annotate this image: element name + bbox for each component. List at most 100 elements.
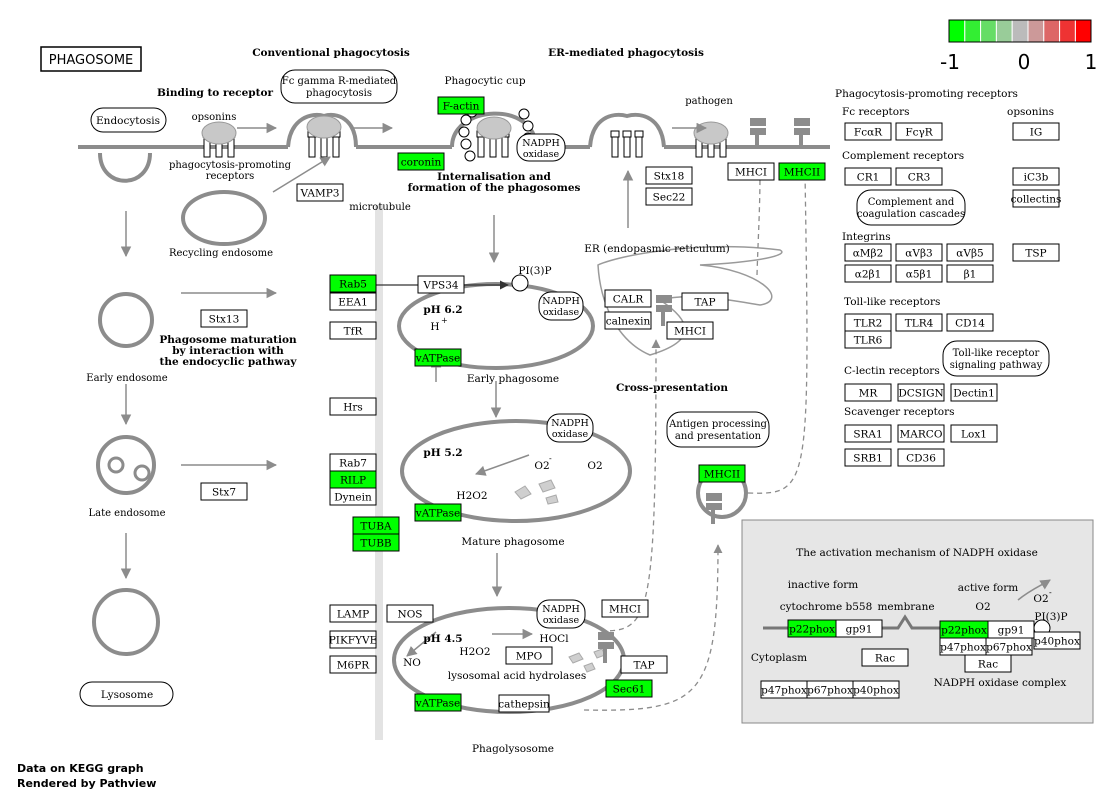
gene-box-vps34[interactable]: VPS34 <box>417 275 465 294</box>
gene-label: MHCII <box>704 469 740 481</box>
gene-box-sec22[interactable]: Sec22 <box>645 187 693 206</box>
svg-text:oxidase: oxidase <box>543 307 580 318</box>
gene-box-marco[interactable]: MARCO <box>897 424 945 443</box>
gene-box-srb1[interactable]: SRB1 <box>844 448 892 467</box>
gene-box-tuba[interactable]: TUBA <box>352 516 400 535</box>
gene-box-p22phox_a[interactable]: p22phox <box>787 619 837 638</box>
gene-label: αVβ5 <box>956 248 983 260</box>
gene-box-a2b1[interactable]: α2β1 <box>844 264 892 283</box>
gene-box-pikfyve[interactable]: PIKFYVE <box>329 630 378 649</box>
gene-label: vATPase <box>415 698 460 710</box>
gene-label: PIKFYVE <box>329 635 378 647</box>
gene-box-fcgr[interactable]: FcγR <box>895 122 943 141</box>
gene-box-sra1[interactable]: SRA1 <box>844 424 892 443</box>
gene-label: LAMP <box>337 609 369 621</box>
gene-box-vatpase3[interactable]: vATPase <box>414 693 462 712</box>
gene-label: SRB1 <box>853 453 883 465</box>
gene-label: Rac <box>978 659 998 671</box>
gene-box-avb3[interactable]: αVβ3 <box>895 243 943 262</box>
gene-box-rilp[interactable]: RILP <box>329 470 377 489</box>
gene-box-eea1[interactable]: EEA1 <box>329 292 377 311</box>
gene-label: TLR4 <box>905 318 934 330</box>
gene-box-cr3[interactable]: CR3 <box>895 167 943 186</box>
gene-label: Stx18 <box>654 171 685 183</box>
gene-box-tlr4[interactable]: TLR4 <box>895 313 943 332</box>
gene-box-cathepsin[interactable]: cathepsin <box>498 694 550 713</box>
gene-label: Dectin1 <box>953 388 995 400</box>
gene-box-mhci_top[interactable]: MHCI <box>727 162 775 181</box>
svg-text:H2O2: H2O2 <box>456 490 487 502</box>
gene-box-hrs[interactable]: Hrs <box>329 397 377 416</box>
gene-box-p67phox_a[interactable]: p67phox <box>806 680 854 699</box>
gene-box-a5b1[interactable]: α5β1 <box>895 264 943 283</box>
gene-box-dynein[interactable]: Dynein <box>329 487 377 506</box>
gene-box-calr[interactable]: CALR <box>604 289 652 308</box>
gene-box-sec61[interactable]: Sec61 <box>605 679 653 698</box>
gene-label: α2β1 <box>855 269 882 281</box>
gene-box-cr1[interactable]: CR1 <box>844 167 892 186</box>
heading-cross-presentation: Cross-presentation <box>616 382 728 394</box>
gene-box-rac_a[interactable]: Rac <box>861 648 909 667</box>
gene-box-gp91_b[interactable]: gp91 <box>987 620 1035 639</box>
gene-box-m6pr[interactable]: M6PR <box>329 655 377 674</box>
gene-box-rab5[interactable]: Rab5 <box>329 274 377 293</box>
gene-box-mhci_er[interactable]: MHCI <box>666 321 714 340</box>
gene-box-ic3b[interactable]: iC3b <box>1012 167 1060 186</box>
gene-box-stx18[interactable]: Stx18 <box>645 166 693 185</box>
gene-box-p40phox_b[interactable]: p40phox <box>1033 631 1081 650</box>
gene-box-tlr6[interactable]: TLR6 <box>844 330 892 349</box>
gene-box-factin[interactable]: F-actin <box>437 96 485 115</box>
gene-label: MHCI <box>674 326 706 338</box>
svg-text:pH 6.2: pH 6.2 <box>423 304 462 316</box>
gene-box-mpo[interactable]: MPO <box>505 646 553 665</box>
gene-box-lox1[interactable]: Lox1 <box>950 424 998 443</box>
gene-box-ig[interactable]: IG <box>1012 122 1060 141</box>
gene-label: VPS34 <box>422 280 459 292</box>
gene-label: SRA1 <box>853 429 882 441</box>
gene-box-nos[interactable]: NOS <box>386 604 434 623</box>
gene-box-mhcii_top[interactable]: MHCII <box>778 162 826 181</box>
gene-box-tubb[interactable]: TUBB <box>352 533 400 552</box>
gene-box-gp91_a[interactable]: gp91 <box>835 619 883 638</box>
gene-box-dcsign[interactable]: DCSIGN <box>897 383 945 402</box>
gene-box-cd14[interactable]: CD14 <box>946 313 994 332</box>
gene-box-p47phox_a[interactable]: p47phox <box>760 680 808 699</box>
gene-box-p22phox_b[interactable]: p22phox <box>939 620 989 639</box>
gene-box-tlr2[interactable]: TLR2 <box>844 313 892 332</box>
gene-box-stx13[interactable]: Stx13 <box>200 309 248 328</box>
gene-box-amb2[interactable]: αMβ2 <box>844 243 892 262</box>
gene-box-tfr[interactable]: TfR <box>329 321 377 340</box>
legend-swatch <box>1074 19 1092 43</box>
gene-label: DCSIGN <box>898 388 943 400</box>
gene-box-stx7[interactable]: Stx7 <box>200 482 248 501</box>
gene-box-tap1[interactable]: TAP <box>681 292 729 311</box>
gene-box-b1[interactable]: β1 <box>946 264 994 283</box>
gene-label: F-actin <box>443 101 480 113</box>
gene-box-dectin1[interactable]: Dectin1 <box>950 383 998 402</box>
gene-box-rab7[interactable]: Rab7 <box>329 453 377 472</box>
pathogen-shape <box>476 116 512 140</box>
gene-box-p67phox_b[interactable]: p67phox <box>985 637 1033 656</box>
gene-box-p40phox_a[interactable]: p40phox <box>852 680 900 699</box>
gene-box-vamp3[interactable]: VAMP3 <box>296 183 344 202</box>
gene-box-coronin[interactable]: coronin <box>397 152 445 171</box>
gene-box-tap2[interactable]: TAP <box>620 655 668 674</box>
pathogen-shape <box>693 121 729 145</box>
gene-label: TAP <box>633 660 654 672</box>
gene-box-mhcii_mid[interactable]: MHCII <box>698 464 746 483</box>
svg-text:receptors: receptors <box>206 171 255 182</box>
gene-box-p47phox_b[interactable]: p47phox <box>939 637 987 656</box>
gene-box-vatpase2[interactable]: vATPase <box>414 503 462 522</box>
gene-box-collectins[interactable]: collectins <box>1011 189 1062 208</box>
gene-box-cd36[interactable]: CD36 <box>897 448 945 467</box>
gene-box-fcar[interactable]: FcαR <box>844 122 892 141</box>
gene-box-mhci_bot[interactable]: MHCI <box>601 599 649 618</box>
gene-box-mr[interactable]: MR <box>844 383 892 402</box>
gene-box-avb5[interactable]: αVβ5 <box>946 243 994 262</box>
gene-box-vatpase1[interactable]: vATPase <box>414 348 462 367</box>
gene-box-tsp[interactable]: TSP <box>1012 243 1060 262</box>
gene-label: CR1 <box>857 172 880 184</box>
gene-box-calnexin[interactable]: calnexin <box>604 311 652 330</box>
gene-box-lamp[interactable]: LAMP <box>329 604 377 623</box>
gene-box-rac_b[interactable]: Rac <box>964 654 1012 673</box>
